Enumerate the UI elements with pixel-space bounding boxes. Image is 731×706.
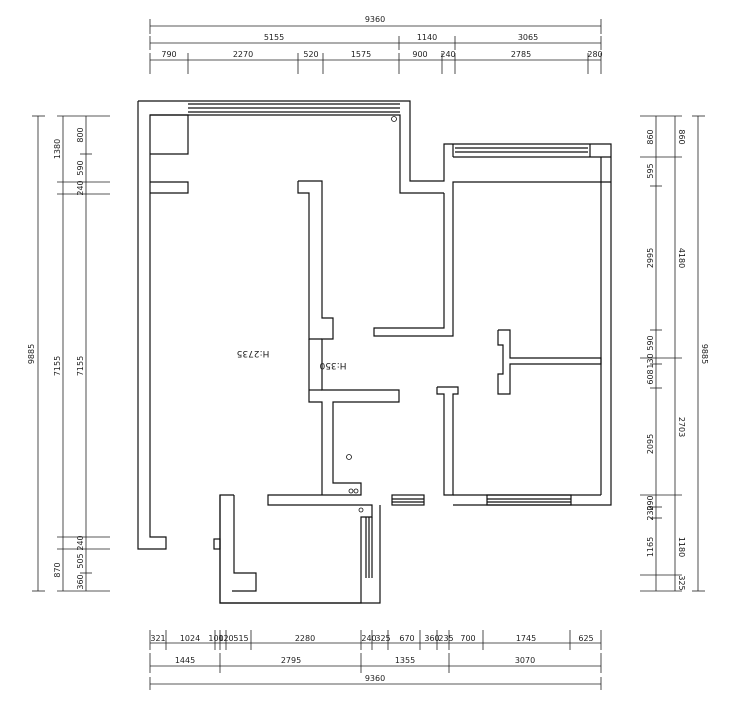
svg-text:3070: 3070	[515, 656, 535, 665]
svg-text:608: 608	[646, 369, 655, 384]
svg-text:860: 860	[646, 129, 655, 144]
svg-text:625: 625	[578, 634, 593, 643]
svg-text:2795: 2795	[281, 656, 301, 665]
svg-text:230: 230	[646, 505, 655, 520]
svg-text:100: 100	[208, 634, 223, 643]
svg-text:240: 240	[440, 50, 455, 59]
svg-text:235: 235	[438, 634, 453, 643]
svg-text:1745: 1745	[516, 634, 536, 643]
living-height-label: H:2735	[237, 348, 270, 358]
right-mid-dims: 860 4180 2703 1180 325	[677, 129, 686, 590]
left-inner-dims: 800 590 240 7155 240 505 360	[76, 127, 85, 589]
top-total-dim: 9360	[365, 15, 385, 24]
svg-text:590: 590	[646, 335, 655, 350]
svg-text:2703: 2703	[677, 417, 686, 437]
svg-text:505: 505	[76, 553, 85, 568]
svg-text:590: 590	[76, 160, 85, 175]
svg-text:900: 900	[412, 50, 427, 59]
svg-text:5155: 5155	[264, 33, 284, 42]
svg-text:7155: 7155	[53, 356, 62, 376]
svg-text:325: 325	[375, 634, 390, 643]
bottom-row1-dims: 321 1024 100 120 515 2280 240 325 670 36…	[150, 634, 593, 643]
svg-text:870: 870	[53, 562, 62, 577]
svg-text:360: 360	[424, 634, 439, 643]
svg-text:1140: 1140	[417, 33, 437, 42]
right-inner-dims: 860 595 2995 130 590 608 2095 290 230 11…	[646, 129, 655, 557]
svg-text:321: 321	[150, 634, 165, 643]
bottom-dimensions	[149, 630, 602, 690]
svg-text:2270: 2270	[233, 50, 253, 59]
svg-text:1575: 1575	[351, 50, 371, 59]
svg-text:360: 360	[76, 574, 85, 589]
svg-text:240: 240	[76, 180, 85, 195]
bottom-row2-dims: 1445 2795 1355 3070	[175, 656, 535, 665]
svg-text:280: 280	[587, 50, 602, 59]
left-mid-dims: 1380 7155 870	[53, 139, 62, 578]
svg-text:860: 860	[677, 129, 686, 144]
svg-text:7155: 7155	[76, 356, 85, 376]
walls	[137, 100, 612, 604]
svg-text:4180: 4180	[677, 248, 686, 268]
svg-text:240: 240	[76, 535, 85, 550]
corridor-height-label: H:350	[319, 360, 346, 370]
svg-text:2095: 2095	[646, 434, 655, 454]
right-dimensions	[640, 115, 705, 592]
svg-text:2995: 2995	[646, 248, 655, 268]
left-dimensions	[32, 115, 110, 592]
svg-text:1024: 1024	[180, 634, 200, 643]
svg-text:2785: 2785	[511, 50, 531, 59]
svg-text:1165: 1165	[646, 537, 655, 557]
svg-text:1380: 1380	[53, 139, 62, 159]
svg-text:1445: 1445	[175, 656, 195, 665]
bottom-total-dim: 9360	[365, 674, 385, 683]
fixtures	[346, 116, 397, 513]
top-row3-dims: 790 2270 520 1575 900 240 2785 280	[161, 50, 602, 59]
svg-text:670: 670	[399, 634, 414, 643]
svg-text:800: 800	[76, 127, 85, 142]
svg-text:1180: 1180	[677, 537, 686, 557]
svg-text:520: 520	[303, 50, 318, 59]
top-dimensions	[149, 19, 602, 74]
svg-text:3065: 3065	[518, 33, 538, 42]
svg-text:290: 290	[646, 495, 655, 510]
svg-text:515: 515	[233, 634, 248, 643]
svg-text:120: 120	[218, 634, 233, 643]
svg-text:325: 325	[677, 575, 686, 590]
left-total-dim: 9885	[27, 344, 36, 364]
svg-text:790: 790	[161, 50, 176, 59]
svg-text:2280: 2280	[295, 634, 315, 643]
svg-text:240: 240	[361, 634, 376, 643]
svg-text:130: 130	[646, 353, 655, 368]
svg-text:595: 595	[646, 163, 655, 178]
top-row2-dims: 5155 1140 3065	[264, 33, 538, 42]
svg-text:700: 700	[460, 634, 475, 643]
svg-text:1355: 1355	[395, 656, 415, 665]
right-total-dim: 9885	[700, 344, 709, 364]
